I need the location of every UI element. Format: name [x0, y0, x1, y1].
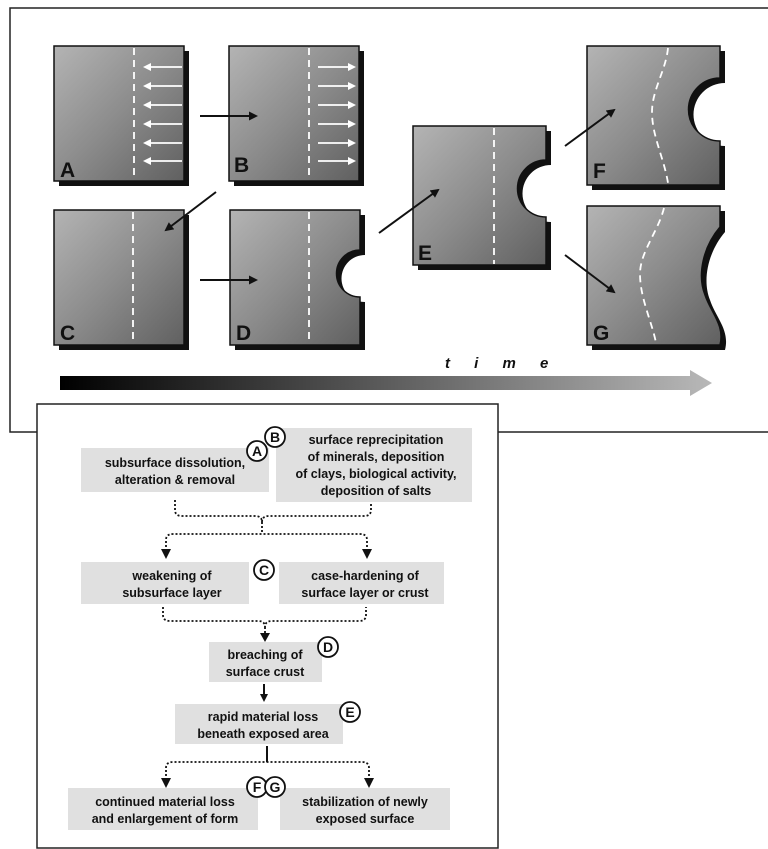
svg-text:A: A	[252, 443, 262, 459]
panel-label-c: C	[60, 322, 75, 345]
box-weakening-line-1: weakening of	[131, 569, 212, 583]
badge-a: A	[247, 441, 267, 461]
badge-e: E	[340, 702, 360, 722]
panel-label-a: A	[60, 159, 75, 182]
box-case-hardening-line-1: case-hardening of	[311, 569, 419, 583]
box-reprecipitation-line-4: deposition of salts	[321, 484, 431, 498]
time-label: t i m e	[445, 355, 558, 372]
svg-text:B: B	[270, 429, 280, 445]
svg-text:F: F	[253, 779, 262, 795]
box-stabilization-line-1: stabilization of newly	[302, 795, 428, 809]
svg-text:D: D	[323, 639, 333, 655]
box-reprecipitation-line-2: of minerals, deposition	[308, 450, 445, 464]
box-breaching-line-2: surface crust	[226, 665, 305, 679]
box-rapid-loss-line-1: rapid material loss	[208, 710, 319, 724]
box-reprecipitation-line-3: of clays, biological activity,	[296, 467, 457, 481]
box-stabilization: stabilization of newly exposed surface	[280, 788, 450, 830]
svg-text:E: E	[345, 704, 354, 720]
box-dissolution-line-2: alteration & removal	[115, 473, 235, 487]
panel-label-b: B	[234, 154, 249, 177]
svg-text:G: G	[270, 779, 281, 795]
box-stabilization-line-2: exposed surface	[316, 812, 415, 826]
badge-b: B	[265, 427, 285, 447]
panel-label-e: E	[418, 242, 432, 265]
box-continued-loss: continued material loss and enlargement …	[68, 788, 258, 830]
box-continued-loss-line-1: continued material loss	[95, 795, 235, 809]
box-case-hardening-line-2: surface layer or crust	[301, 586, 429, 600]
badge-c: C	[254, 560, 274, 580]
badge-f: F	[247, 777, 267, 797]
box-rapid-loss-line-2: beneath exposed area	[197, 727, 329, 741]
box-breaching-line-1: breaching of	[227, 648, 303, 662]
box-reprecipitation: surface reprecipitation of minerals, dep…	[276, 428, 472, 502]
badge-d: D	[318, 637, 338, 657]
box-continued-loss-line-2: and enlargement of form	[92, 812, 239, 826]
panel-c: C	[54, 210, 189, 350]
panel-label-f: F	[593, 160, 606, 183]
box-breaching: breaching of surface crust	[209, 642, 322, 682]
svg-text:C: C	[259, 562, 269, 578]
panel-g: G	[587, 206, 726, 350]
box-reprecipitation-line-1: surface reprecipitation	[309, 433, 444, 447]
box-dissolution: subsurface dissolution, alteration & rem…	[81, 448, 269, 492]
box-weakening-line-2: subsurface layer	[122, 586, 221, 600]
box-case-hardening: case-hardening of surface layer or crust	[279, 562, 444, 604]
panel-label-g: G	[593, 322, 609, 345]
box-dissolution-line-1: subsurface dissolution,	[105, 456, 245, 470]
box-weakening: weakening of subsurface layer	[81, 562, 249, 604]
panel-label-d: D	[236, 322, 251, 345]
box-rapid-loss: rapid material loss beneath exposed area	[175, 704, 343, 744]
panel-a: A	[54, 46, 189, 186]
badge-g: G	[265, 777, 285, 797]
